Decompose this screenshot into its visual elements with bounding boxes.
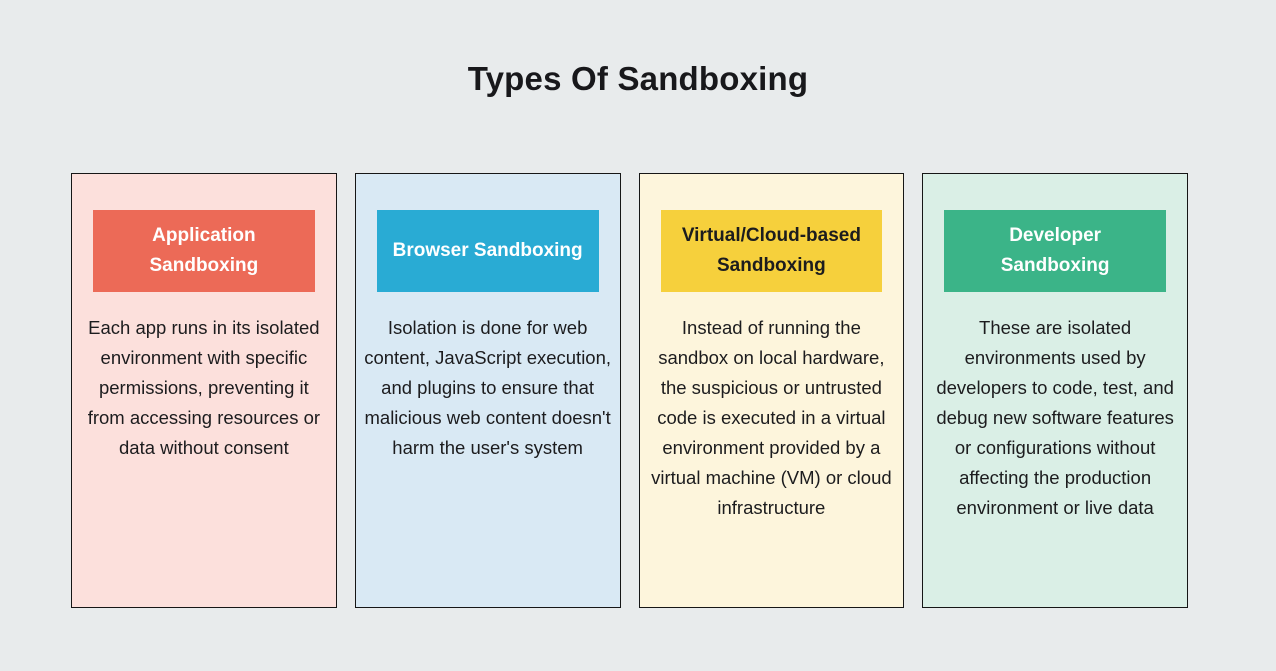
card-description: Instead of running the sandbox on local … [651,317,892,518]
card-header-badge: Virtual/Cloud-based Sandboxing [660,210,883,292]
card-header-badge: Application Sandboxing [93,210,315,292]
card-header-badge: Developer Sandboxing [944,210,1166,292]
card-developer-sandboxing: Developer Sandboxing These are isolated … [922,173,1188,608]
page-title: Types Of Sandboxing [467,60,809,97]
card-application-sandboxing: Application Sandboxing Each app runs in … [71,173,337,608]
card-title: Application Sandboxing [149,225,259,276]
card-description: These are isolated environments used by … [936,317,1174,518]
card-browser-sandboxing: Browser Sandboxing Isolation is done for… [354,173,621,608]
card-virtual-cloud-sandboxing: Virtual/Cloud-based Sandboxing Instead o… [638,173,905,608]
card-header-badge: Browser Sandboxing [376,210,599,292]
card-description: Isolation is done for web content, JavaS… [364,317,612,458]
sandboxing-cards-row: Application Sandboxing Each app runs in … [71,173,1188,608]
card-title: Developer Sandboxing [1000,225,1110,276]
card-description: Each app runs in its isolated environmen… [87,317,321,458]
card-title: Virtual/Cloud-based Sandboxing [681,225,861,276]
card-title: Browser Sandboxing [392,240,583,261]
